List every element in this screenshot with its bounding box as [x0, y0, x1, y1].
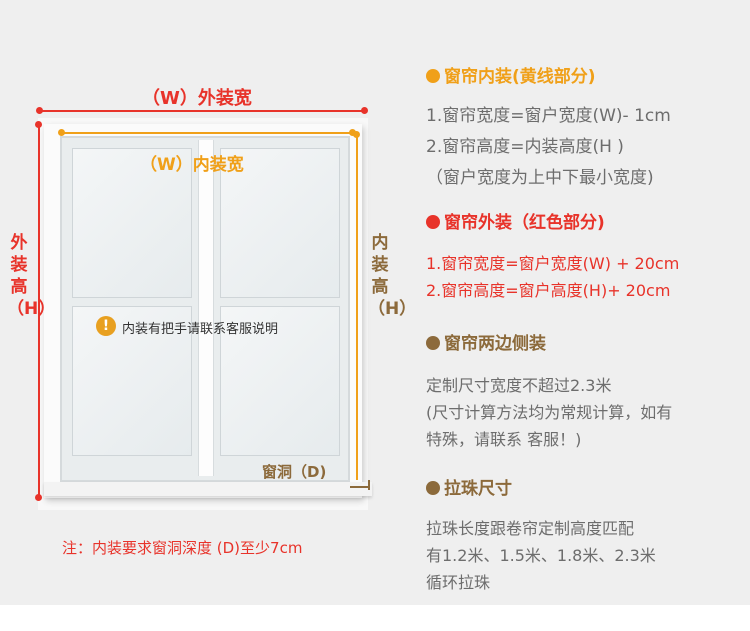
inner-height-label: 内装高（H） — [368, 233, 417, 319]
section-title-text: 窗帘外装（红色部分) — [444, 213, 605, 233]
section-line: 1.窗帘宽度=窗户宽度(W)- 1cm — [426, 106, 671, 126]
section-title-outer-mount: 窗帘外装（红色部分) — [426, 208, 605, 233]
bullet-icon — [426, 336, 440, 350]
section-line: 拉珠长度跟卷帘定制高度匹配 — [426, 519, 635, 538]
section-line: 循环拉珠 — [426, 573, 491, 592]
measure-dot — [349, 129, 356, 136]
measure-dot — [35, 494, 42, 501]
measure-dot — [35, 121, 42, 128]
section-line: 2.窗帘高度=窗户高度(H)+ 20cm — [426, 281, 671, 300]
section-title-text: 拉珠尺寸 — [444, 479, 512, 499]
depth-marker-line — [350, 486, 370, 488]
section-line: 1.窗帘宽度=窗户宽度(W) + 20cm — [426, 254, 680, 273]
window-pane — [220, 306, 340, 456]
bullet-icon — [426, 215, 440, 229]
bullet-icon — [426, 481, 440, 495]
illustration-canvas: （W）外装宽 外装高（H） （W）内装宽 内装高（H） 窗洞（D) ! 内装有把… — [0, 0, 750, 605]
warning-icon: ! — [96, 316, 116, 336]
inner-width-line — [62, 132, 352, 134]
measure-dot — [36, 107, 43, 114]
section-title-text: 窗帘内装(黄线部分) — [444, 67, 596, 87]
section-line: 2.窗帘高度=内装高度(H ) — [426, 137, 624, 157]
bullet-icon — [426, 69, 440, 83]
section-line: 有1.2米、1.5米、1.8米、2.3米 — [426, 546, 656, 565]
measure-dot — [58, 129, 65, 136]
measure-dot — [361, 107, 368, 114]
window-pane — [72, 306, 192, 456]
depth-marker-tick — [368, 480, 370, 490]
inner-height-line — [356, 134, 358, 480]
inner-width-label: （W）内装宽 — [140, 155, 244, 175]
outer-height-line — [38, 124, 40, 498]
handle-note: 内装有把手请联系客服说明 — [122, 322, 279, 337]
section-line: （窗户宽度为上中下最小宽度) — [426, 168, 654, 188]
section-title-bead-chain: 拉珠尺寸 — [426, 474, 512, 499]
section-line: 特殊，请联系 客服！) — [426, 430, 582, 449]
section-title-text: 窗帘两边侧装 — [444, 334, 546, 354]
window-pane — [220, 148, 340, 298]
window-pane — [72, 148, 192, 298]
section-line: (尺寸计算方法均为常规计算，如有 — [426, 403, 673, 422]
measure-dot — [353, 131, 360, 138]
section-title-side-mount: 窗帘两边侧装 — [426, 329, 546, 354]
depth-footnote: 注：内装要求窗洞深度 (D)至少7cm — [62, 539, 303, 557]
outer-height-label: 外装高（H） — [7, 233, 56, 319]
window-sill — [44, 482, 372, 496]
outer-width-line — [40, 110, 366, 112]
bottom-strip — [0, 605, 750, 631]
outer-width-label: （W）外装宽 — [142, 88, 252, 109]
window-mullion — [198, 140, 214, 476]
depth-label: 窗洞（D) — [262, 463, 327, 481]
section-line: 定制尺寸宽度不超过2.3米 — [426, 376, 612, 395]
section-title-inner-mount: 窗帘内装(黄线部分) — [426, 62, 596, 87]
